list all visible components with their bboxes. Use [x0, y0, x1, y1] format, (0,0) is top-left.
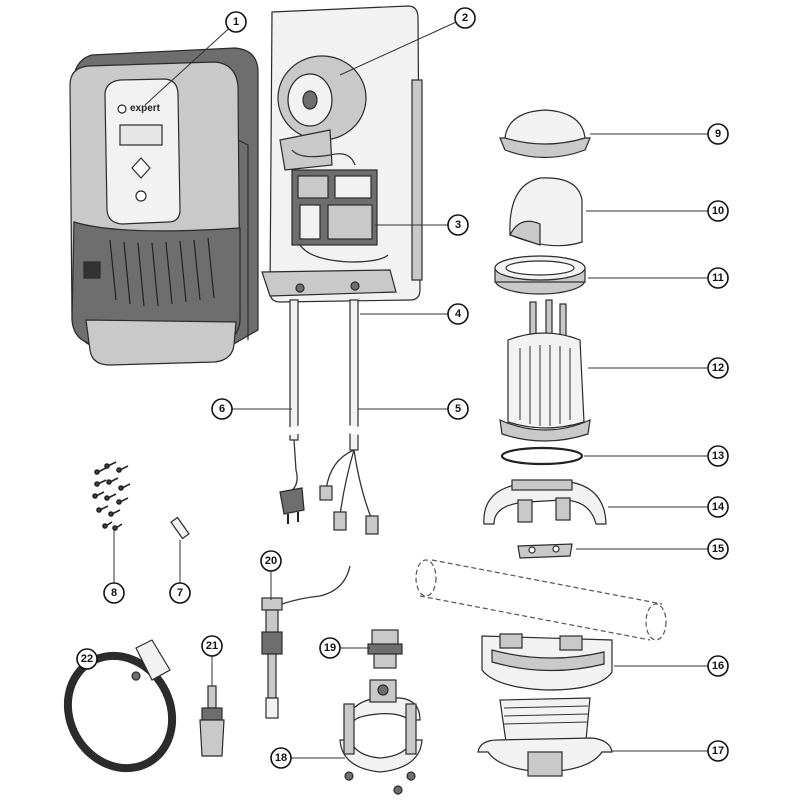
- upper-collar: [483, 479, 607, 525]
- wall-support-ring: [63, 639, 177, 773]
- svg-text:11: 11: [712, 272, 724, 284]
- control-box: expert: [69, 47, 259, 366]
- callout-14: 14: [707, 496, 729, 518]
- power-cable: [279, 299, 305, 524]
- callout-22: 22: [76, 648, 98, 670]
- callout-15: 15: [707, 538, 729, 560]
- svg-text:5: 5: [455, 403, 461, 415]
- mounting-plate: [261, 5, 423, 303]
- callout-19: 19: [319, 637, 341, 659]
- callout-10: 10: [707, 200, 729, 222]
- callout-18: 18: [270, 747, 292, 769]
- callout-4: 4: [447, 303, 469, 325]
- callout-3: 3: [447, 214, 469, 236]
- leader-lines: [96, 17, 708, 759]
- threaded-nipple: [367, 629, 403, 669]
- callout-12: 12: [707, 357, 729, 379]
- ring-nut: [494, 255, 586, 295]
- svg-text:1: 1: [233, 16, 239, 28]
- callout-13: 13: [707, 445, 729, 467]
- flow-switch: [261, 565, 351, 719]
- o-ring: [500, 446, 584, 466]
- svg-text:9: 9: [715, 128, 721, 140]
- svg-text:12: 12: [712, 362, 724, 374]
- svg-text:10: 10: [712, 205, 724, 217]
- svg-text:20: 20: [265, 555, 277, 567]
- callout-9: 9: [707, 123, 729, 145]
- svg-text:7: 7: [177, 587, 183, 599]
- callout-11: 11: [707, 267, 729, 289]
- svg-text:4: 4: [455, 308, 462, 320]
- svg-text:14: 14: [712, 501, 725, 513]
- saddle-tee: [477, 697, 613, 777]
- lower-collar-half: [481, 633, 613, 691]
- callout-7: 7: [169, 582, 191, 604]
- svg-text:8: 8: [111, 587, 117, 599]
- fuse: [170, 516, 190, 540]
- callout-20: 20: [260, 550, 282, 572]
- callout-5: 5: [447, 398, 469, 420]
- cell-cap: [499, 109, 591, 159]
- cell-cable: [319, 299, 379, 535]
- svg-text:15: 15: [712, 543, 724, 555]
- svg-text:6: 6: [219, 403, 225, 415]
- electrode: [499, 299, 591, 442]
- callout-21: 21: [201, 635, 223, 657]
- probe: [199, 685, 225, 757]
- brand-label: expert: [130, 103, 161, 114]
- pipe-clamp: [339, 679, 423, 795]
- callout-6: 6: [211, 398, 233, 420]
- callout-1: 1: [225, 11, 247, 33]
- svg-text:3: 3: [455, 219, 461, 231]
- svg-text:16: 16: [712, 660, 724, 672]
- svg-text:17: 17: [712, 745, 724, 757]
- svg-text:13: 13: [712, 450, 724, 462]
- screws: [92, 461, 131, 531]
- pipe: [415, 559, 667, 641]
- svg-text:18: 18: [275, 752, 287, 764]
- callout-16: 16: [707, 655, 729, 677]
- callout-2: 2: [454, 7, 476, 29]
- collar-seal: [517, 543, 573, 559]
- svg-text:22: 22: [81, 653, 93, 665]
- svg-text:19: 19: [324, 642, 336, 654]
- svg-text:21: 21: [206, 640, 218, 652]
- callout-17: 17: [707, 740, 729, 762]
- callout-8: 8: [103, 582, 125, 604]
- svg-text:2: 2: [462, 12, 468, 24]
